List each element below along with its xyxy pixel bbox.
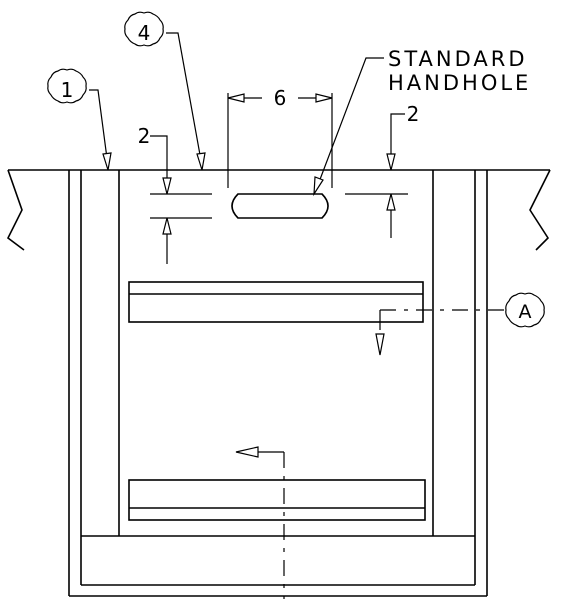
callout-4-label: 4 <box>138 21 151 45</box>
arrowhead <box>227 93 245 103</box>
right-offset-dimension: 2 <box>386 102 420 238</box>
left-offset-dimension: 2 <box>138 124 172 264</box>
left-break-mark <box>6 169 25 251</box>
handhole-slot <box>231 193 329 219</box>
left-offset-label: 2 <box>138 124 151 148</box>
right-offset-label: 2 <box>407 102 420 126</box>
callout-4: 4 <box>124 11 206 171</box>
right-break-mark <box>529 169 551 251</box>
arrowhead <box>313 176 324 197</box>
handhole-label-line1: STANDARD <box>388 47 528 71</box>
section-arrowhead <box>375 333 385 356</box>
ground-line <box>6 169 551 251</box>
arrowhead <box>386 193 396 211</box>
width-dimension-label: 6 <box>274 86 287 110</box>
arrowhead <box>102 152 112 171</box>
arrowhead <box>162 177 172 195</box>
arrowhead <box>386 153 396 171</box>
callout-bubble <box>505 292 545 328</box>
section-callout-a-label: A <box>519 301 532 323</box>
arrowhead <box>196 152 206 171</box>
callout-1-label: 1 <box>61 78 74 102</box>
handhole-label-line2: HANDHOLE <box>388 71 531 95</box>
section-callout-a: A <box>375 292 545 356</box>
lower-rail <box>128 479 426 521</box>
vault-walls <box>68 170 488 597</box>
section-cut-line <box>235 446 285 599</box>
handhole-callout: STANDARD HANDHOLE <box>313 47 531 197</box>
section-arrowhead <box>235 446 259 458</box>
extension-lines <box>150 93 408 219</box>
arrowhead <box>315 93 333 103</box>
callout-1: 1 <box>47 68 112 171</box>
callout-bubble <box>124 11 164 47</box>
arrowhead <box>162 217 172 235</box>
width-dimension: 6 <box>227 86 333 110</box>
upper-rail <box>128 281 424 323</box>
inner-wall <box>81 170 475 537</box>
callout-bubble <box>47 68 87 104</box>
